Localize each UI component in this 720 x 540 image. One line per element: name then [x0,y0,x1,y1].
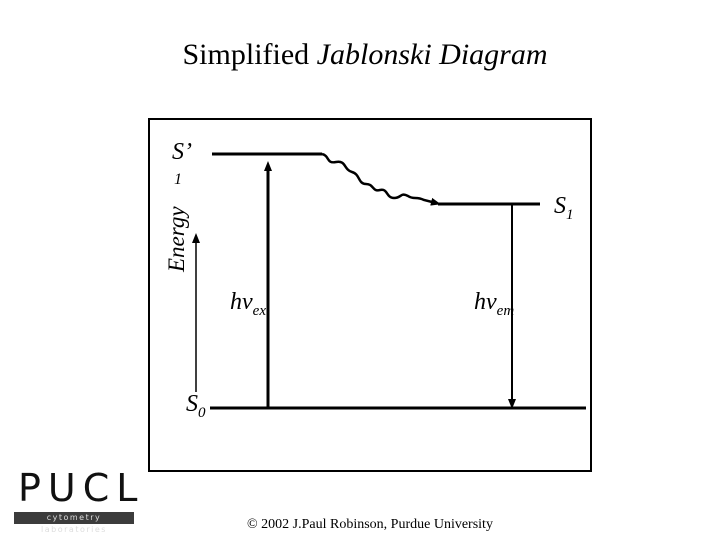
logo-tagline: cytometry laboratories [14,512,134,534]
s0-label: S0 [186,391,206,421]
energy-axis-label: Energy [164,206,189,272]
relaxation-wave [321,152,441,206]
copyright-footer: © 2002 J.Paul Robinson, Purdue Universit… [247,517,493,532]
s-prime-label: S’ [172,139,192,165]
s1-label: S1 [554,193,574,223]
logo-letters: PUCL [18,466,145,510]
slide-title: Simplified Jablonski Diagram [0,38,720,72]
excitation-label: hvex [230,289,266,319]
s-prime-subscript: 1 [174,171,182,188]
title-plain: Simplified [182,38,317,71]
pucl-logo: PUCL cytometry laboratories [14,466,137,534]
title-italic: Jablonski Diagram [316,38,548,71]
emission-label: hvem [474,289,515,319]
diagram-frame [148,118,592,472]
